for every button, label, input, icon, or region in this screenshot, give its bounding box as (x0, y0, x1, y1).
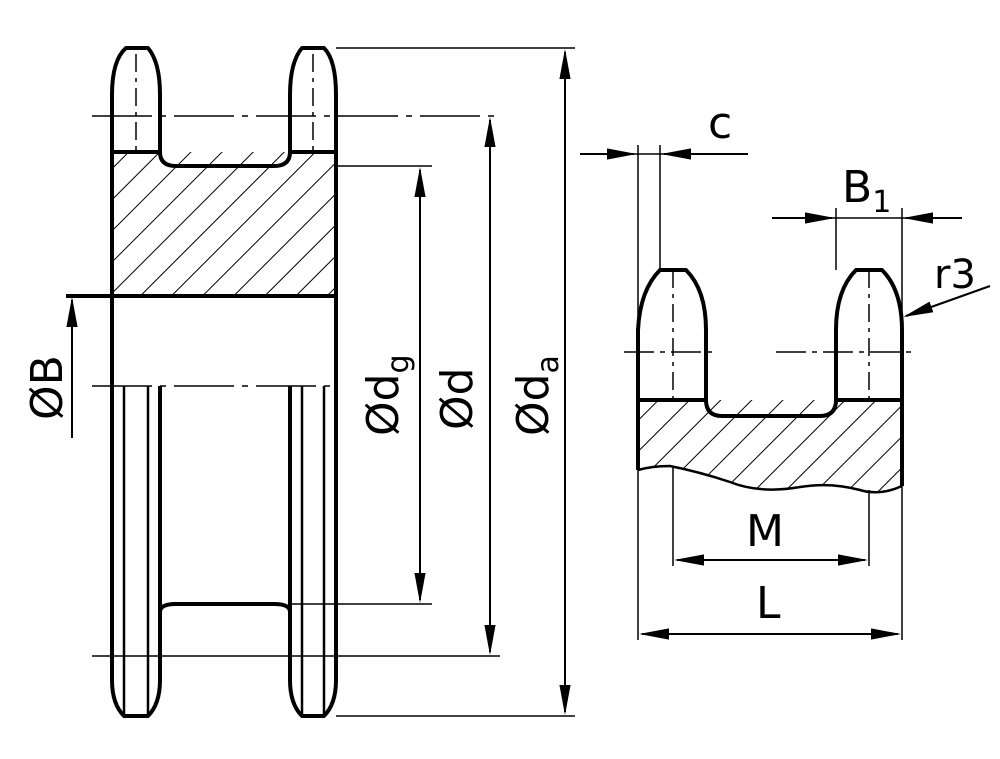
outside-diameter-label: Øda (508, 355, 566, 436)
hub-section-hatch (112, 152, 336, 296)
lower-right-tooth (288, 386, 338, 718)
break-line (637, 464, 903, 494)
m-label: M (746, 506, 784, 557)
bore-label: ØB (22, 355, 73, 420)
left-sprocket-view (66, 46, 575, 718)
b1-label: B1 (842, 162, 891, 220)
upper-left-tooth (110, 46, 162, 152)
hub-diameter-label: Ødg (358, 354, 416, 436)
r3-label: r3 (934, 252, 976, 298)
upper-groove (158, 151, 292, 168)
r3-leader (903, 285, 991, 318)
c-label: c (708, 98, 732, 149)
lower-left-tooth (110, 386, 162, 718)
right-tooth-profile-view (580, 145, 991, 640)
profile-hatch (638, 400, 902, 493)
lower-groove (158, 602, 292, 613)
pitch-diameter-label: Ød (432, 367, 483, 430)
l-label: L (756, 578, 781, 629)
profile-left-tooth (636, 268, 708, 400)
upper-right-tooth (288, 46, 338, 152)
